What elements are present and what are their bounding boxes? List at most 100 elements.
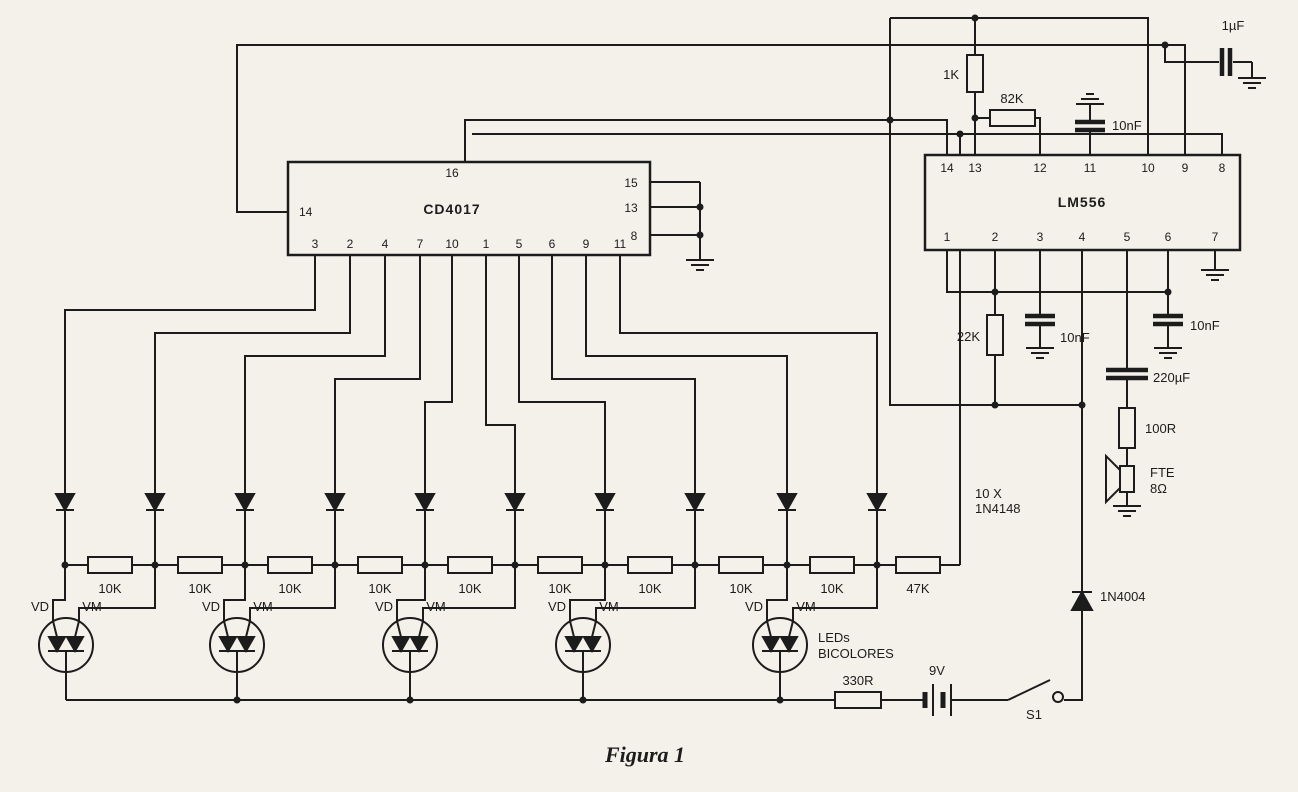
resistor-10k xyxy=(447,556,493,574)
cd4017-pin-label: 15 xyxy=(624,176,638,190)
cd4017-pin-label: 6 xyxy=(549,237,556,251)
label-9v: 9V xyxy=(929,663,945,678)
lm556-pin-label: 3 xyxy=(1037,230,1044,244)
label-speaker: 8Ω xyxy=(1150,481,1167,496)
label-vm: VM xyxy=(599,599,619,614)
wiring xyxy=(52,17,1253,701)
label-10k: 10K xyxy=(458,581,481,596)
lm556-ic-body xyxy=(923,153,1242,252)
cd4017-pin-label: 13 xyxy=(624,201,638,215)
label-10k: 10K xyxy=(368,581,391,596)
label-speaker: FTE xyxy=(1150,465,1175,480)
resistor-330r xyxy=(834,691,882,709)
label-10k: 10K xyxy=(98,581,121,596)
label-10k: 10K xyxy=(820,581,843,596)
lm556-pin-label: 10 xyxy=(1141,161,1155,175)
label-47k: 47K xyxy=(906,581,929,596)
cd4017-pin-label: 3 xyxy=(312,237,319,251)
resistor-100r xyxy=(1118,407,1136,449)
label-diode-array: 1N4148 xyxy=(975,501,1021,516)
cd4017-pin-label: 5 xyxy=(516,237,523,251)
cd4017-pin-label: 4 xyxy=(382,237,389,251)
ground-symbol xyxy=(1153,339,1183,359)
label-vd: VD xyxy=(31,599,49,614)
lm556-pin-label: 5 xyxy=(1124,230,1131,244)
label-vd: VD xyxy=(548,599,566,614)
diode-1n4148 xyxy=(55,493,75,511)
label-leds-bicolores: LEDs xyxy=(818,630,850,645)
resistor-10k xyxy=(267,556,313,574)
label-10k: 10K xyxy=(729,581,752,596)
lm556-pin-label: 9 xyxy=(1182,161,1189,175)
led-bicolor xyxy=(209,617,265,673)
label-vm: VM xyxy=(253,599,273,614)
label-vd: VD xyxy=(202,599,220,614)
lm556-pin-label: 6 xyxy=(1165,230,1172,244)
cd4017-pin-label: 14 xyxy=(299,205,313,219)
cd4017-pin-label: 10 xyxy=(445,237,459,251)
ground-symbol xyxy=(1200,261,1230,281)
label-vm: VM xyxy=(82,599,102,614)
label-1n4004: 1N4004 xyxy=(1100,589,1146,604)
lm556-pin-label: 11 xyxy=(1084,161,1097,175)
junction-dots xyxy=(61,14,1172,704)
label-10k: 10K xyxy=(188,581,211,596)
capacitor-10nf-control xyxy=(1075,122,1105,130)
ground-symbol xyxy=(1112,497,1142,517)
label-10k: 10K xyxy=(638,581,661,596)
lm556-pin-label: 1 xyxy=(944,230,951,244)
label-s1: S1 xyxy=(1026,707,1042,722)
bicolor-leds xyxy=(38,617,808,673)
capacitor-10nf-b xyxy=(1153,316,1183,324)
label-leds-bicolores: BICOLORES xyxy=(818,646,894,661)
diode-1n4148 xyxy=(325,493,345,511)
lm556-pin-label: 2 xyxy=(992,230,999,244)
lm556-label: LM556 xyxy=(1058,194,1107,210)
lm556-pin-label: 8 xyxy=(1219,161,1226,175)
ground-symbol xyxy=(685,251,715,271)
diode-1n4148 xyxy=(145,493,165,511)
lm556-pin-label: 14 xyxy=(940,161,954,175)
resistor-1k xyxy=(966,54,984,93)
switch-s1 xyxy=(1052,691,1064,703)
resistor-10k xyxy=(627,556,673,574)
diode-1n4148 xyxy=(235,493,255,511)
ground-symbol xyxy=(1025,339,1055,359)
label-22k: 22K xyxy=(957,329,980,344)
ground-symbol xyxy=(1075,93,1105,113)
diode-1n4148 xyxy=(867,493,887,511)
label-vd: VD xyxy=(745,599,763,614)
label-1uf: 1µF xyxy=(1222,18,1245,33)
resistor-47k xyxy=(895,556,941,574)
cd4017-pin-label: 1 xyxy=(483,237,490,251)
battery-9v xyxy=(922,684,952,716)
resistor-10k xyxy=(718,556,764,574)
label-220uf: 220µF xyxy=(1153,370,1190,385)
label-diode-array: 10 X xyxy=(975,486,1002,501)
diode-1n4148 xyxy=(415,493,435,511)
label-82k: 82K xyxy=(1000,91,1023,106)
cd4017-ic-body xyxy=(286,160,652,257)
resistor-10k xyxy=(357,556,403,574)
led-bicolor xyxy=(38,617,94,673)
diode-1n4148 xyxy=(777,493,797,511)
led-bicolor xyxy=(752,617,808,673)
label-1k: 1K xyxy=(943,67,959,82)
resistor-10k xyxy=(809,556,855,574)
label-330r: 330R xyxy=(842,673,873,688)
diode-1n4148 xyxy=(595,493,615,511)
ground-symbol xyxy=(1237,69,1267,89)
label-10k: 10K xyxy=(548,581,571,596)
diode-1n4004 xyxy=(1070,589,1094,611)
cd4017-pin-label: 11 xyxy=(614,237,627,251)
capacitor-220uf xyxy=(1106,367,1148,381)
cd4017-pin-label: 16 xyxy=(445,166,459,180)
schematic-labels: CD4017 16 14 15 13 8 3 2 4 7 10 1 5 6 9 … xyxy=(31,18,1244,767)
label-10nf: 10nF xyxy=(1112,118,1142,133)
capacitor-10nf-a xyxy=(1025,316,1055,324)
led-bicolor xyxy=(555,617,611,673)
diode-1n4148 xyxy=(505,493,525,511)
lm556-pin-label: 4 xyxy=(1079,230,1086,244)
lm556-pin-label: 12 xyxy=(1033,161,1047,175)
